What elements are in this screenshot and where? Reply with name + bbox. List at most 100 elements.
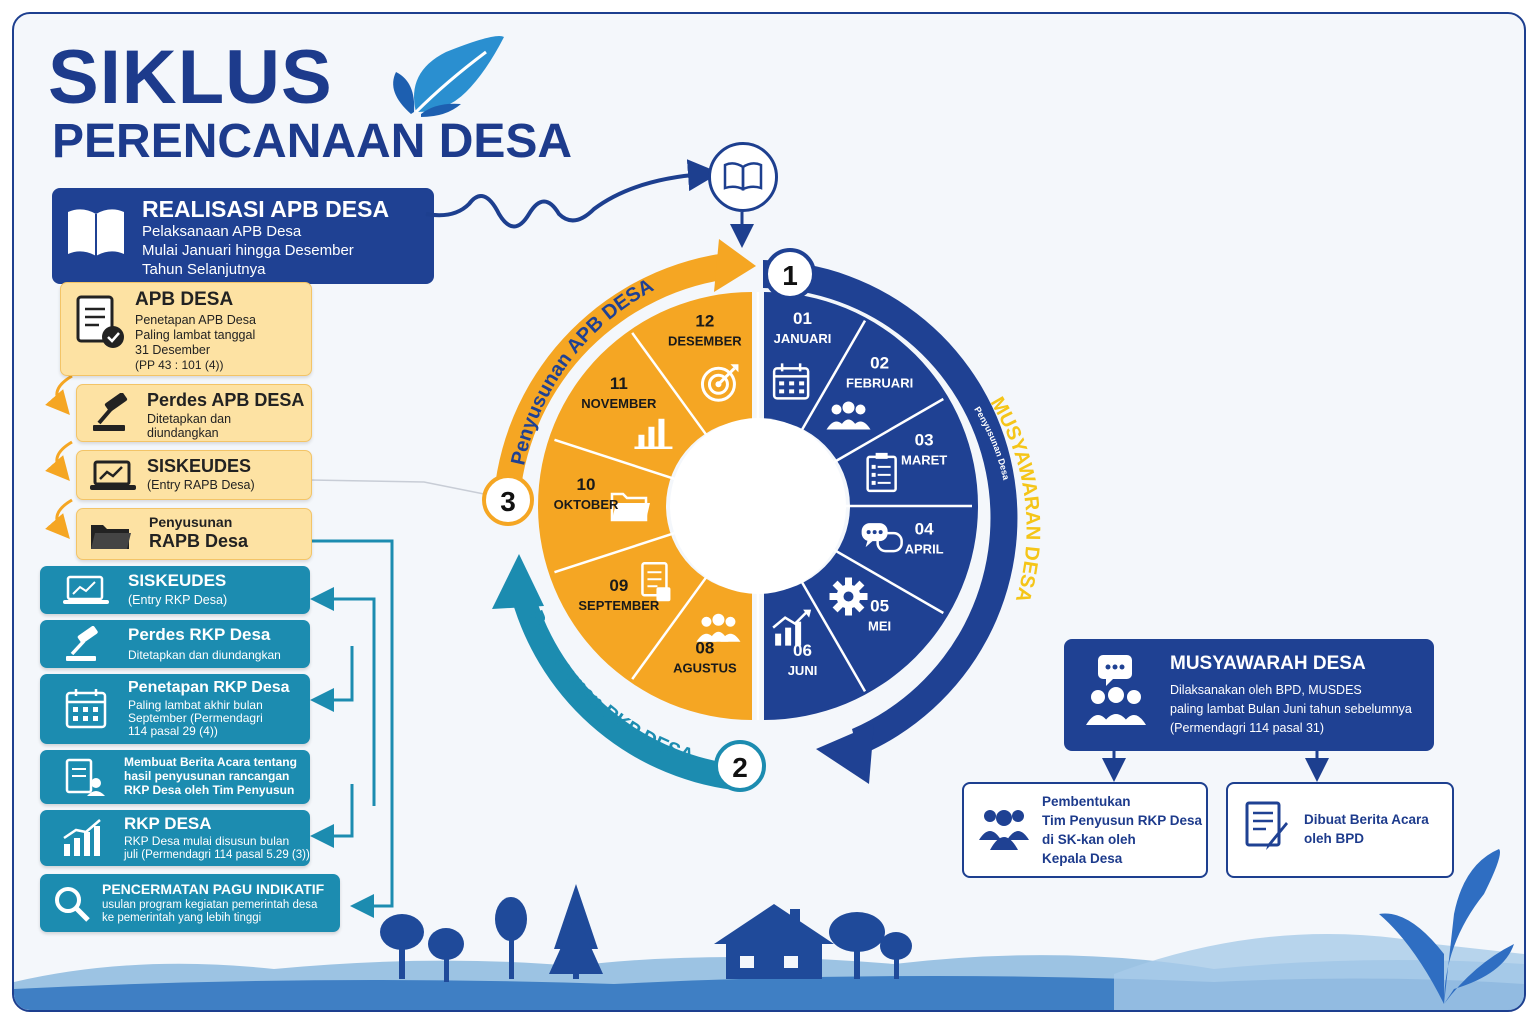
card-line: 114 pasal 29 (4)) [128, 724, 218, 738]
berita-acara-rkp-card: Membuat Berita Acara tentang hasil penyu… [40, 750, 310, 804]
month-number: 01 [793, 309, 812, 328]
perdes-rkp-card: Perdes RKP Desa Ditetapkan dan diundangk… [40, 620, 310, 668]
card-line: oleh BPD [1304, 831, 1365, 846]
apb-desa-card: APB DESA Penetapan APB Desa Paling lamba… [60, 282, 312, 376]
step-badge-1: 1 [764, 248, 816, 300]
card-line: usulan program kegiatan pemerintah desa [102, 899, 318, 911]
berita-acara-bpd-card: Dibuat Berita Acara oleh BPD [1226, 782, 1454, 878]
svg-text:1: 1 [782, 260, 798, 291]
laptop-chart-icon [63, 575, 109, 604]
open-book-icon [68, 209, 124, 256]
month-number: 05 [870, 597, 889, 616]
gear-icon [829, 577, 868, 616]
realisasi-line: Mulai Januari hingga Desember [142, 242, 354, 259]
document-pen-icon [1245, 801, 1288, 850]
musyawarah-arc [763, 260, 1018, 756]
siskeudes-rapb-card: SISKEUDES (Entry RAPB Desa) [76, 450, 312, 500]
card-line: 31 Desember [135, 343, 211, 357]
penyusunan-apb-arc [494, 252, 736, 496]
penyusunan-apb-arrowhead [714, 239, 756, 292]
people-icon [696, 613, 741, 642]
siskeudes-rkp-title: SISKEUDES [128, 571, 227, 590]
pembentukan-tim-card: Pembentukan Tim Penyusun RKP Desa di SK-… [962, 782, 1208, 878]
month-name: JUNI [788, 663, 818, 678]
open-book-icon [723, 162, 763, 191]
segment-divider [800, 581, 867, 692]
month-number: 10 [577, 475, 596, 494]
segment-divider [554, 532, 675, 574]
people-chat-icon [1086, 655, 1146, 725]
bar-chart-icon [63, 819, 101, 856]
month-number: 02 [870, 353, 889, 372]
card-line: Paling lambat tanggal [135, 328, 256, 342]
segment-divider [631, 576, 708, 680]
month-number: 03 [915, 430, 934, 449]
leaf-icon [393, 36, 504, 117]
month-number: 12 [695, 311, 714, 330]
month-number: 11 [610, 374, 628, 393]
perdes-apb-card: Perdes APB DESA Ditetapkan dan diundangk… [76, 384, 312, 442]
penyusunan-rkp-arrowhead [492, 554, 544, 609]
penyusunan-rapb-line2: RAPB Desa [149, 531, 249, 551]
penyusunan-rapb-line1: Penyusunan [149, 514, 233, 530]
segment-divider [631, 332, 708, 436]
card-line: September (Permendagri [128, 711, 263, 725]
month-name: DESEMBER [668, 333, 742, 348]
landscape-illustration [14, 849, 1524, 1010]
step-badge-3: 3 [482, 474, 534, 526]
pencermatan-pagu-card: PENCERMATAN PAGU INDIKATIF usulan progra… [40, 874, 340, 932]
month-name: MEI [868, 619, 891, 634]
pencermatan-title: PENCERMATAN PAGU INDIKATIF [102, 881, 325, 897]
gavel-icon [93, 393, 128, 431]
card-line: hasil penyusunan rancangan [124, 769, 290, 783]
segment-divider [833, 548, 944, 615]
svg-text:3: 3 [500, 486, 516, 517]
musyawarah-desa-card: MUSYAWARAH DESA Dilaksanakan oleh BPD, M… [1064, 639, 1434, 751]
page-subtitle: PERENCANAAN DESA [52, 115, 573, 168]
card-line: Dibuat Berita Acara [1304, 812, 1429, 827]
realisasi-title: REALISASI APB DESA [142, 196, 390, 222]
month-name: APRIL [905, 542, 944, 557]
card-line: juli (Permendagri 114 pasal 5.29 (3)) [124, 849, 310, 861]
month-number: 08 [695, 639, 714, 658]
document-icon [641, 561, 671, 602]
card-line: di SK-kan oleh [1042, 832, 1136, 847]
step-badge-2: 2 [714, 740, 766, 792]
calendar-icon [772, 363, 810, 400]
segment-divider [554, 438, 675, 480]
card-line: Tim Penyusun RKP Desa [1042, 813, 1203, 828]
penetapan-rkp-card: Penetapan RKP Desa Paling lambat akhir b… [40, 674, 310, 744]
people-icon [826, 401, 871, 430]
page-title: SIKLUS [48, 35, 333, 120]
realisasi-line: Pelaksanaan APB Desa [142, 223, 302, 240]
card-line: Penetapan APB Desa [135, 313, 256, 327]
card-line: diundangkan [147, 426, 219, 440]
month-name: AGUSTUS [673, 661, 737, 676]
perdes-apb-title: Perdes APB DESA [147, 390, 305, 410]
card-line: (Entry RKP Desa) [128, 593, 228, 607]
segment-divider [800, 320, 867, 431]
month-name: NOVEMBER [581, 396, 657, 411]
clipboard-icon [866, 452, 897, 493]
siskeudes-rapb-title: SISKEUDES [147, 456, 252, 476]
realisasi-apb-card: REALISASI APB DESA Pelaksanaan APB Desa … [52, 188, 434, 284]
penyusunan-rapb-card: Penyusunan RAPB Desa [76, 508, 312, 560]
month-number: 09 [609, 576, 628, 595]
card-line: Paling lambat akhir bulan [128, 698, 263, 712]
perdes-rkp-title: Perdes RKP Desa [128, 625, 271, 644]
card-line: Pembentukan [1042, 794, 1131, 809]
month-name: FEBRUARI [846, 375, 913, 390]
bar-chart-icon [634, 418, 673, 450]
magnifier-icon [55, 887, 90, 922]
month-name: MARET [901, 452, 947, 467]
month-name: OKTOBER [554, 497, 619, 512]
folder-icon [91, 525, 131, 549]
